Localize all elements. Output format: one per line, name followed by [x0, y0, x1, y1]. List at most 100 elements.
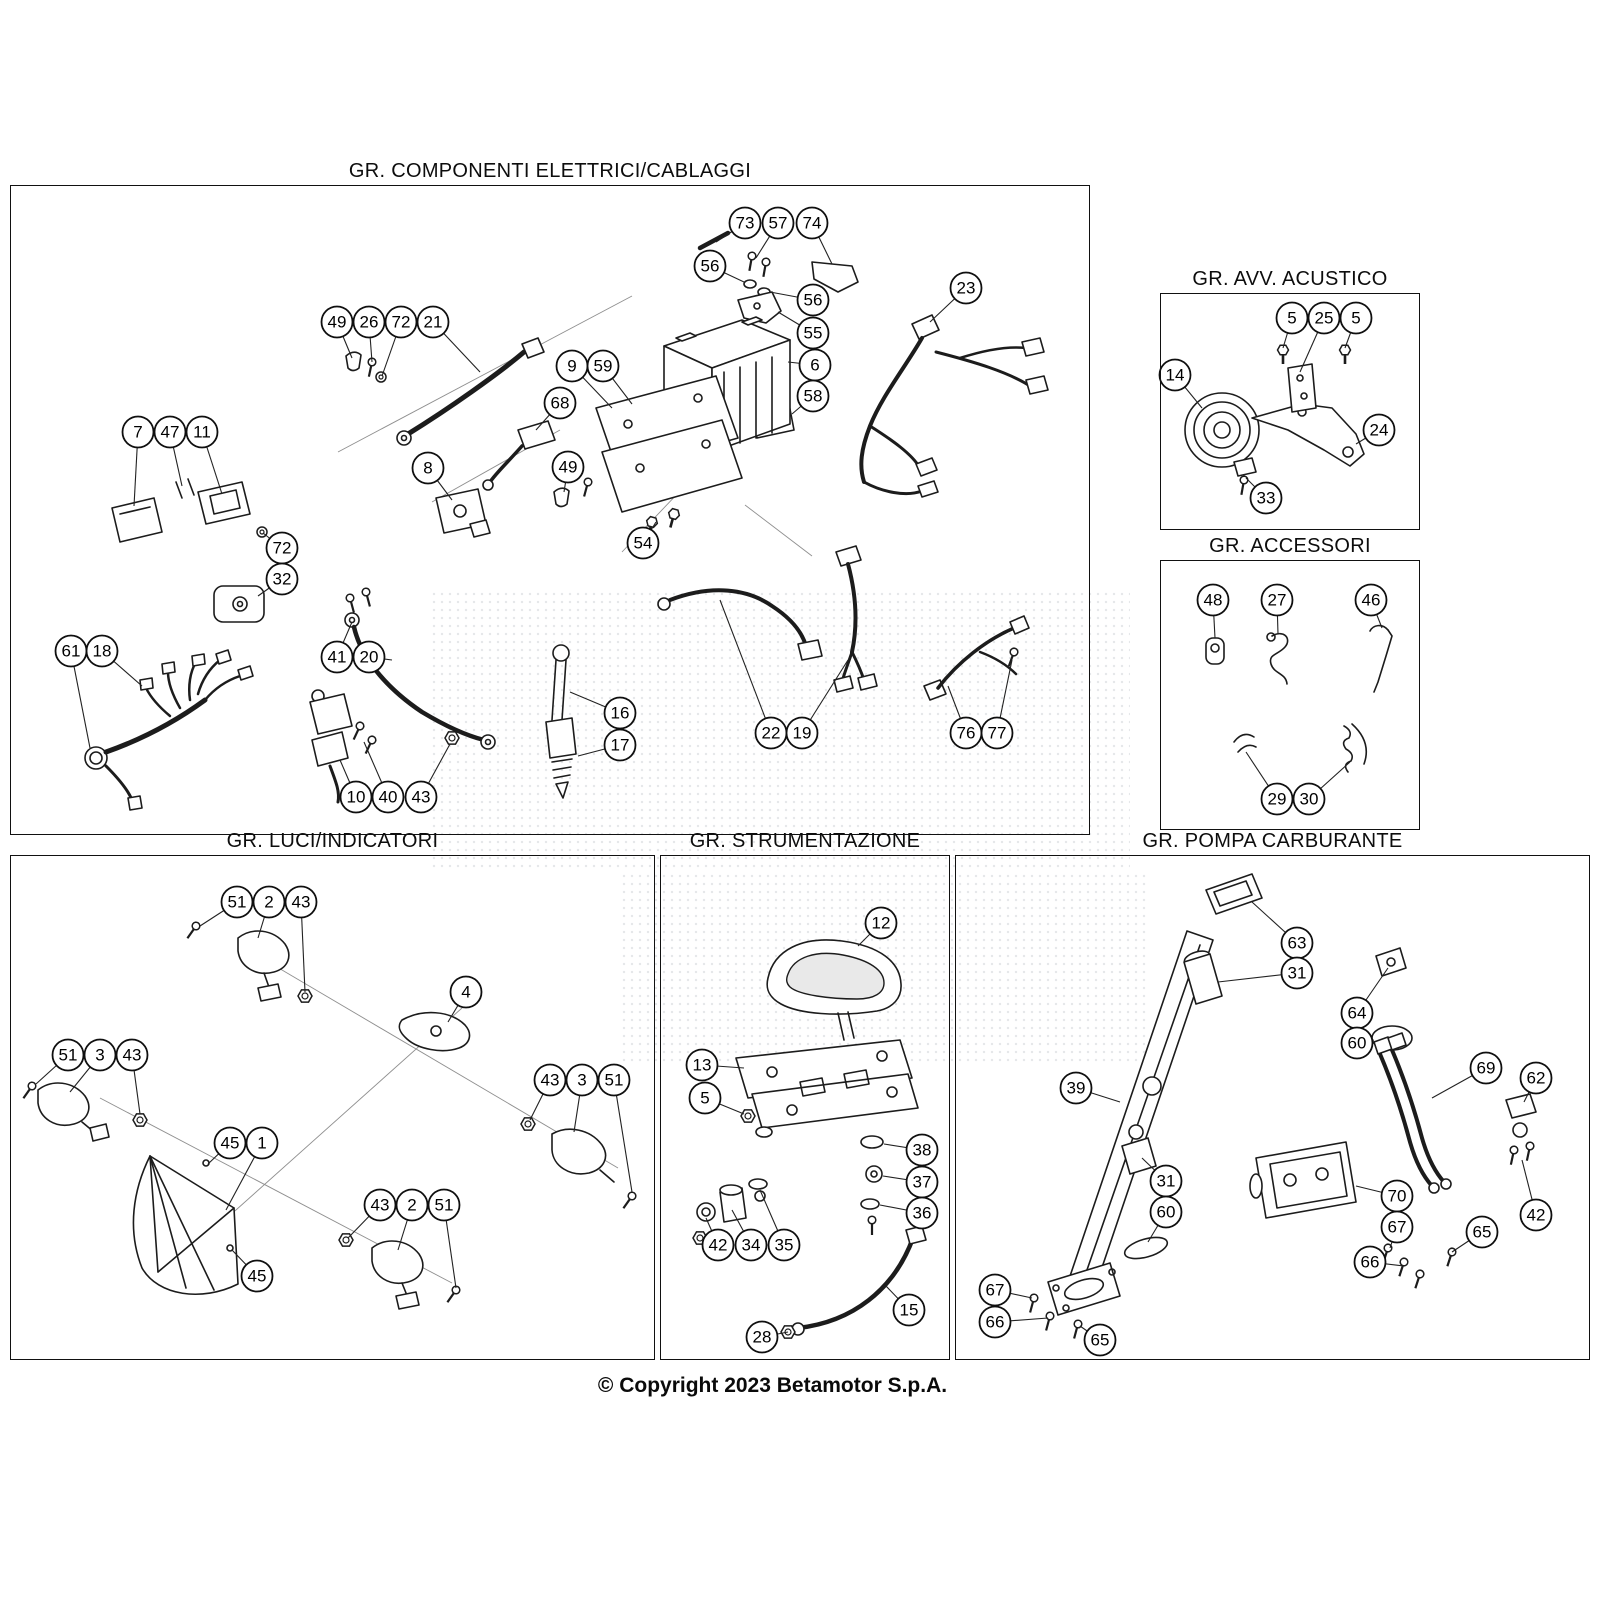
callout-55: 55 — [796, 316, 830, 350]
svg-text:65: 65 — [1091, 1331, 1110, 1350]
callout-67: 67 — [1380, 1210, 1414, 1244]
callout-3: 3 — [83, 1038, 117, 1072]
section-title-strumentazione: GR. STRUMENTAZIONE — [689, 830, 921, 852]
callout-49: 49 — [320, 305, 354, 339]
section-title-accessori: GR. ACCESSORI — [1209, 535, 1371, 557]
art-fuel-pump — [1025, 873, 1537, 1341]
callout-43: 43 — [404, 780, 438, 814]
svg-text:66: 66 — [1361, 1253, 1380, 1272]
svg-text:70: 70 — [1388, 1187, 1407, 1206]
callout-13: 13 — [685, 1048, 719, 1082]
svg-text:35: 35 — [775, 1236, 794, 1255]
svg-text:66: 66 — [986, 1313, 1005, 1332]
svg-text:30: 30 — [1300, 790, 1319, 809]
svg-text:10: 10 — [347, 788, 366, 807]
callout-32: 32 — [265, 562, 299, 596]
svg-text:63: 63 — [1288, 934, 1307, 953]
callout-42: 42 — [701, 1228, 735, 1262]
callout-45: 45 — [240, 1259, 274, 1293]
callout-47: 47 — [153, 415, 187, 449]
callout-2: 2 — [395, 1188, 429, 1222]
section-box-luci-indicatori — [10, 855, 655, 1360]
svg-text:33: 33 — [1257, 489, 1276, 508]
callout-11: 11 — [185, 415, 219, 449]
svg-text:5: 5 — [1351, 309, 1360, 328]
art-lights-indicators — [19, 919, 639, 1310]
callout-67: 67 — [978, 1273, 1012, 1307]
svg-text:64: 64 — [1348, 1004, 1367, 1023]
callout-43: 43 — [284, 885, 318, 919]
callout-15: 15 — [892, 1293, 926, 1327]
section-title-avv-acustico: GR. AVV. ACUSTICO — [1192, 268, 1388, 290]
art-electrical-components — [84, 230, 1049, 811]
callout-18: 18 — [85, 634, 119, 668]
callout-33: 33 — [1249, 481, 1283, 515]
svg-text:73: 73 — [736, 214, 755, 233]
callout-25: 25 — [1307, 301, 1341, 335]
callout-62: 62 — [1519, 1061, 1553, 1095]
svg-text:48: 48 — [1204, 591, 1223, 610]
svg-text:57: 57 — [769, 214, 788, 233]
svg-text:58: 58 — [804, 387, 823, 406]
callout-60: 60 — [1340, 1026, 1374, 1060]
svg-text:51: 51 — [228, 893, 247, 912]
callout-48: 48 — [1196, 583, 1230, 617]
callout-73: 73 — [728, 206, 762, 240]
svg-text:1: 1 — [257, 1134, 266, 1153]
svg-text:43: 43 — [123, 1046, 142, 1065]
callout-5: 5 — [688, 1081, 722, 1115]
svg-text:17: 17 — [611, 736, 630, 755]
callout-69: 69 — [1469, 1051, 1503, 1085]
art-instrumentation — [692, 939, 927, 1339]
svg-text:13: 13 — [693, 1056, 712, 1075]
svg-text:76: 76 — [957, 724, 976, 743]
svg-text:26: 26 — [360, 313, 379, 332]
callout-10: 10 — [339, 780, 373, 814]
callout-74: 74 — [795, 206, 829, 240]
callout-43: 43 — [115, 1038, 149, 1072]
svg-text:37: 37 — [913, 1173, 932, 1192]
callout-64: 64 — [1340, 996, 1374, 1030]
svg-text:23: 23 — [957, 279, 976, 298]
callout-41: 41 — [320, 640, 354, 674]
callout-40: 40 — [371, 780, 405, 814]
callout-60: 60 — [1149, 1195, 1183, 1229]
svg-text:43: 43 — [371, 1196, 390, 1215]
section-box-accessori — [1160, 560, 1420, 830]
svg-text:43: 43 — [412, 788, 431, 807]
svg-text:28: 28 — [753, 1328, 772, 1347]
callout-35: 35 — [767, 1228, 801, 1262]
svg-text:45: 45 — [248, 1267, 267, 1286]
callout-1: 1 — [245, 1126, 279, 1160]
callout-7: 7 — [121, 415, 155, 449]
svg-text:62: 62 — [1527, 1069, 1546, 1088]
svg-text:40: 40 — [379, 788, 398, 807]
svg-text:12: 12 — [872, 914, 891, 933]
svg-text:2: 2 — [264, 893, 273, 912]
svg-text:34: 34 — [742, 1236, 761, 1255]
svg-text:5: 5 — [700, 1089, 709, 1108]
callout-72: 72 — [384, 305, 418, 339]
callout-65: 65 — [1083, 1323, 1117, 1357]
svg-text:55: 55 — [804, 324, 823, 343]
svg-text:42: 42 — [709, 1236, 728, 1255]
callout-30: 30 — [1292, 782, 1326, 816]
svg-text:27: 27 — [1268, 591, 1287, 610]
art-horn — [1184, 343, 1365, 497]
svg-text:31: 31 — [1157, 1172, 1176, 1191]
section-title-pompa-carburante: GR. POMPA CARBURANTE — [1142, 830, 1403, 852]
callout-34: 34 — [734, 1228, 768, 1262]
svg-text:77: 77 — [988, 724, 1007, 743]
art-accessories — [1205, 624, 1393, 773]
callout-59: 59 — [586, 349, 620, 383]
svg-text:31: 31 — [1288, 964, 1307, 983]
callout-28: 28 — [745, 1320, 779, 1354]
callout-2: 2 — [252, 885, 286, 919]
svg-text:47: 47 — [161, 423, 180, 442]
callout-3: 3 — [565, 1063, 599, 1097]
callout-31: 31 — [1280, 956, 1314, 990]
svg-text:41: 41 — [328, 648, 347, 667]
